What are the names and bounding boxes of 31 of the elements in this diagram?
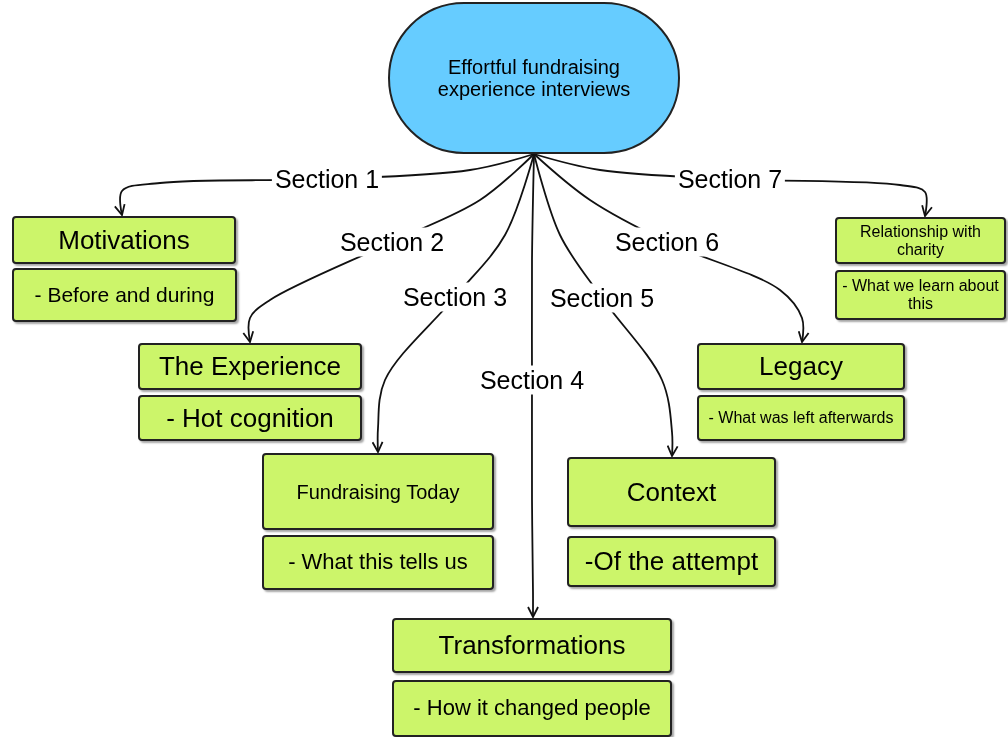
box-label: - How it changed people [413, 696, 651, 721]
box-label: - What this tells us [288, 550, 468, 575]
box-label: The Experience [158, 352, 342, 381]
box-label: Transformations [438, 631, 626, 660]
topic-box [12, 268, 237, 322]
box-label: Motivations [58, 225, 190, 255]
box-label: - Hot cognition [166, 403, 334, 433]
box-label: Fundraising Today [296, 480, 460, 503]
box-label: - What we learn about this [841, 277, 1000, 313]
topic-box [697, 395, 905, 441]
box-label: Relationship with charity [859, 222, 982, 259]
topic-box [567, 457, 776, 527]
topic-box [697, 343, 905, 390]
box-label: Legacy [759, 352, 843, 381]
topic-box [835, 217, 1006, 264]
topic-box [138, 395, 362, 441]
topic-box [567, 536, 776, 587]
topic-box [12, 216, 236, 264]
box-label: - What was left afterwards [708, 409, 894, 427]
box-label: Effortful fundraising experience interviews [436, 56, 632, 100]
box-label: Context [626, 477, 717, 507]
box-label: -Of the attempt [584, 547, 759, 576]
topic-box [392, 680, 672, 737]
arrow [371, 153, 535, 453]
box-label: - Before and during [34, 283, 215, 307]
topic-box [262, 453, 494, 530]
topic-box [835, 270, 1006, 320]
topic-box [138, 343, 362, 390]
topic-box [392, 618, 672, 673]
arrow [533, 153, 679, 457]
topic-box [262, 535, 494, 590]
